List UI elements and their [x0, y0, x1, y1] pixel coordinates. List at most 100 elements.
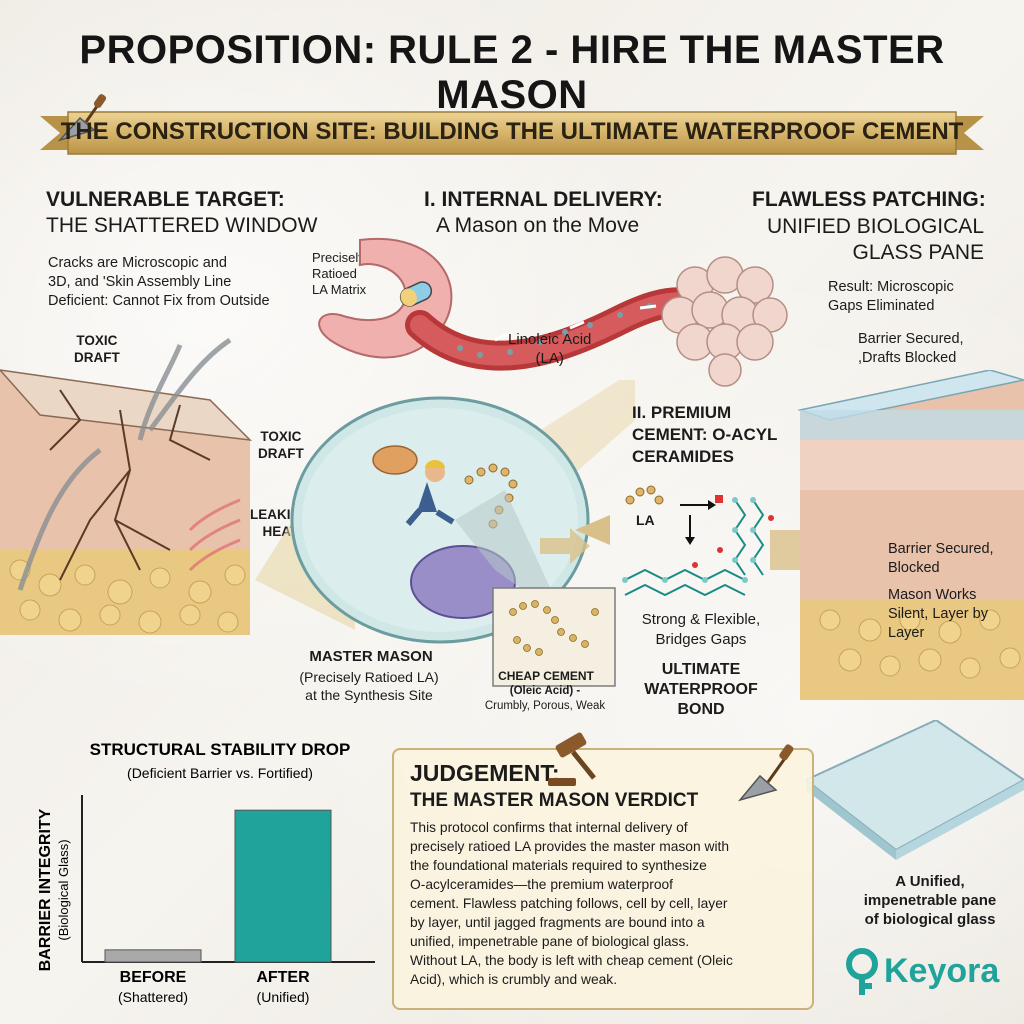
banner-text: THE CONSTRUCTION SITE: BUILDING THE ULTI… — [60, 118, 964, 145]
gavel-icon — [548, 732, 596, 786]
mason-on-move-subheading: A Mason on the Move — [436, 214, 640, 237]
label-line: ,Drafts Blocked — [858, 350, 957, 366]
label-line: at the Synthesis Site — [305, 687, 433, 703]
body-line: cement. Flawless patching follows, cell … — [410, 896, 728, 911]
left-description: Cracks are Microscopic and 3D, and 'Skin… — [48, 254, 318, 311]
bar-after — [234, 809, 332, 963]
linoleic-acid-label: Linoleic Acid (LA) — [508, 330, 591, 368]
category-label: BEFORE — [120, 969, 187, 986]
body-line: unified, impenetrable pane of biological… — [410, 934, 690, 949]
chart-ylabel-sub: (Biological Glass) — [56, 839, 71, 940]
body-line: Without LA, the body is left with cheap … — [410, 953, 733, 968]
label-line: A Unified, — [895, 873, 965, 890]
bar-before — [104, 949, 202, 963]
label-line: Blocked — [888, 560, 940, 576]
label-line: (Precisely Ratioed LA) — [299, 669, 439, 685]
label-line: TOXIC — [260, 429, 302, 444]
internal-delivery-heading: I. INTERNAL DELIVERY: — [424, 188, 663, 211]
body-line: precisely ratioed LA provides the master… — [410, 839, 730, 854]
label-line: of biological glass — [864, 911, 996, 928]
label-line: Barrier Secured, — [888, 541, 994, 557]
result-text: Result: Microscopic Gaps Eliminated — [828, 278, 998, 316]
category-sublabel: (Shattered) — [118, 989, 188, 1005]
label-line: Barrier Secured, — [858, 331, 964, 347]
la-tag: LA — [636, 512, 655, 528]
heading-line: GLASS PANE — [852, 241, 985, 264]
category-sublabel: (Unified) — [257, 989, 310, 1005]
repaired-skin-illustration — [797, 370, 1024, 700]
heading-line: CERAMIDES — [632, 447, 735, 466]
heading-line: II. PREMIUM — [632, 403, 732, 422]
label-line: Linoleic Acid — [508, 331, 592, 348]
trowel-icon — [57, 94, 107, 142]
barrier-blocked-text: Barrier Secured, Blocked — [888, 540, 1024, 578]
label-line: (Oleic Acid) - — [509, 685, 581, 697]
label-line: Mason Works — [888, 587, 977, 603]
vulnerable-target-heading: VULNERABLE TARGET: — [46, 188, 285, 211]
label-line: Silent, Layer by — [888, 606, 988, 622]
body-line: Acid), which is crumbly and weak. — [410, 972, 618, 987]
body-line: This protocol confirms that internal del… — [410, 820, 688, 835]
trowel-icon — [737, 744, 794, 802]
label-line: ULTIMATE — [661, 661, 741, 678]
label-line: DRAFT — [258, 446, 304, 461]
cheap-cement-sub: (Oleic Acid) - Crumbly, Porous, Weak — [470, 684, 620, 714]
master-mason-label: MASTER MASON — [309, 648, 433, 665]
label-line: BOND — [677, 701, 725, 718]
mason-works-text: Mason Works Silent, Layer by Layer — [888, 586, 1024, 643]
label-line: Layer — [888, 625, 925, 641]
flawless-patching-heading: FLAWLESS PATCHING: — [752, 188, 986, 211]
glass-pane-subheading: UNIFIED BIOLOGICAL GLASS PANE — [764, 214, 984, 266]
body-line: the foundational materials required to s… — [410, 858, 707, 873]
heading-line: UNIFIED BIOLOGICAL — [766, 215, 984, 238]
desc-line: Cracks are Microscopic and — [48, 255, 227, 271]
cracked-skin-illustration — [0, 337, 253, 635]
category-label: AFTER — [256, 969, 310, 986]
label-line: LA Matrix — [312, 282, 367, 297]
toxic-draft-label-1: TOXIC DRAFT — [74, 332, 120, 366]
keyora-logo-icon — [846, 948, 878, 995]
glass-pane-illustration — [806, 720, 1024, 860]
desc-line: 3D, and 'Skin Assembly Line — [48, 274, 232, 290]
banner-ribbon — [40, 111, 984, 155]
master-mason-sub: (Precisely Ratioed LA) at the Synthesis … — [284, 668, 454, 704]
cheap-cement-label: CHEAP CEMENT — [498, 669, 594, 683]
ultimate-bond-text: ULTIMATE WATERPROOF BOND — [626, 660, 776, 720]
label-line: DRAFT — [74, 350, 120, 365]
judgement-heading: JUDGEMENT: — [410, 760, 560, 786]
chart-ylabel: BARRIER INTEGRITY — [37, 808, 54, 971]
chart-subtitle: (Deficient Barrier vs. Fortified) — [127, 765, 313, 781]
judgement-body: This protocol confirms that internal del… — [410, 818, 805, 989]
digestive-tract-illustration — [318, 237, 788, 387]
body-line: O-acylceramides—the premium waterproof — [410, 877, 673, 892]
heading-line: CEMENT: O-ACYL — [632, 425, 778, 444]
stability-bar-chart: STRUCTURAL STABILITY DROP (Deficient Bar… — [37, 740, 375, 1005]
label-line: Gaps Eliminated — [828, 298, 935, 314]
barrier-secured-text: Barrier Secured, ,Drafts Blocked — [858, 330, 1008, 368]
label-line: Ratioed — [312, 266, 357, 281]
judgement-box — [392, 748, 814, 1010]
brand-name: Keyora — [884, 952, 1000, 990]
body-line: by layer, until jagged fragments are bou… — [410, 915, 705, 930]
desc-line: Deficient: Cannot Fix from Outside — [48, 293, 270, 309]
label-line: WATERPROOF — [644, 681, 758, 698]
label-line: Crumbly, Porous, Weak — [484, 700, 606, 712]
label-line: (LA) — [535, 350, 564, 367]
shattered-window-subheading: THE SHATTERED WINDOW — [46, 214, 318, 237]
unified-pane-text: A Unified, impenetrable pane of biologic… — [840, 872, 1020, 929]
toxic-draft-label-2: TOXIC DRAFT — [258, 428, 304, 462]
label-line: impenetrable pane — [863, 892, 997, 909]
strong-flexible-text: Strong & Flexible, Bridges Gaps — [626, 610, 776, 650]
la-matrix-label: Precisely Ratioed LA Matrix — [312, 250, 366, 298]
label-line: Bridges Gaps — [655, 631, 747, 648]
judgement-subheading: THE MASTER MASON VERDICT — [410, 790, 699, 811]
label-line: Strong & Flexible, — [641, 611, 761, 628]
label-line: Result: Microscopic — [828, 279, 954, 295]
page-title: PROPOSITION: RULE 2 - HIRE THE MASTER MA… — [79, 28, 945, 117]
cell-illustration — [255, 380, 635, 687]
label-line: Precisely — [312, 250, 365, 265]
premium-cement-heading: II. PREMIUM CEMENT: O-ACYL CERAMIDES — [632, 402, 777, 468]
ceramide-molecule-illustration — [575, 485, 774, 597]
chart-title: STRUCTURAL STABILITY DROP — [90, 740, 351, 759]
label-line: TOXIC — [76, 333, 118, 348]
